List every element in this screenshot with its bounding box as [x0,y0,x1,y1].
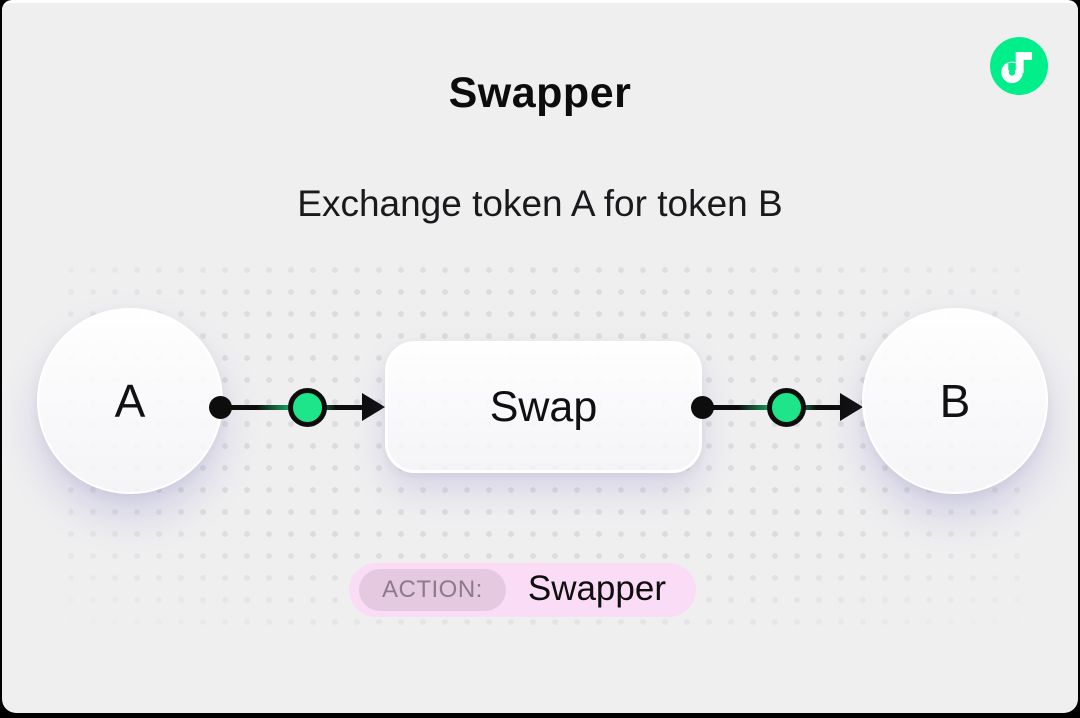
connector-a-swap-source-dot [209,396,232,419]
node-swap-action: Swap [385,341,702,473]
connector-a-swap-green-node [288,388,327,427]
flow-logo-icon [990,37,1048,95]
page-title: Swapper [448,69,632,117]
node-swap-label: Swap [489,382,598,431]
page-subtitle: Exchange token A for token B [297,183,783,224]
connector-swap-b-source-dot [691,396,714,419]
action-badge-label: ACTION: [359,569,506,611]
node-token-b: B [862,308,1048,494]
connector-a-swap-arrowhead-icon [362,393,385,421]
action-badge: ACTION: Swapper [349,563,696,617]
action-badge-value: Swapper [527,568,666,608]
node-token-a-label: A [114,375,146,427]
node-token-b-label: B [939,375,971,427]
node-token-a: A [37,308,223,494]
connector-swap-b-arrowhead-icon [840,393,863,421]
connector-swap-b-green-node [767,388,806,427]
